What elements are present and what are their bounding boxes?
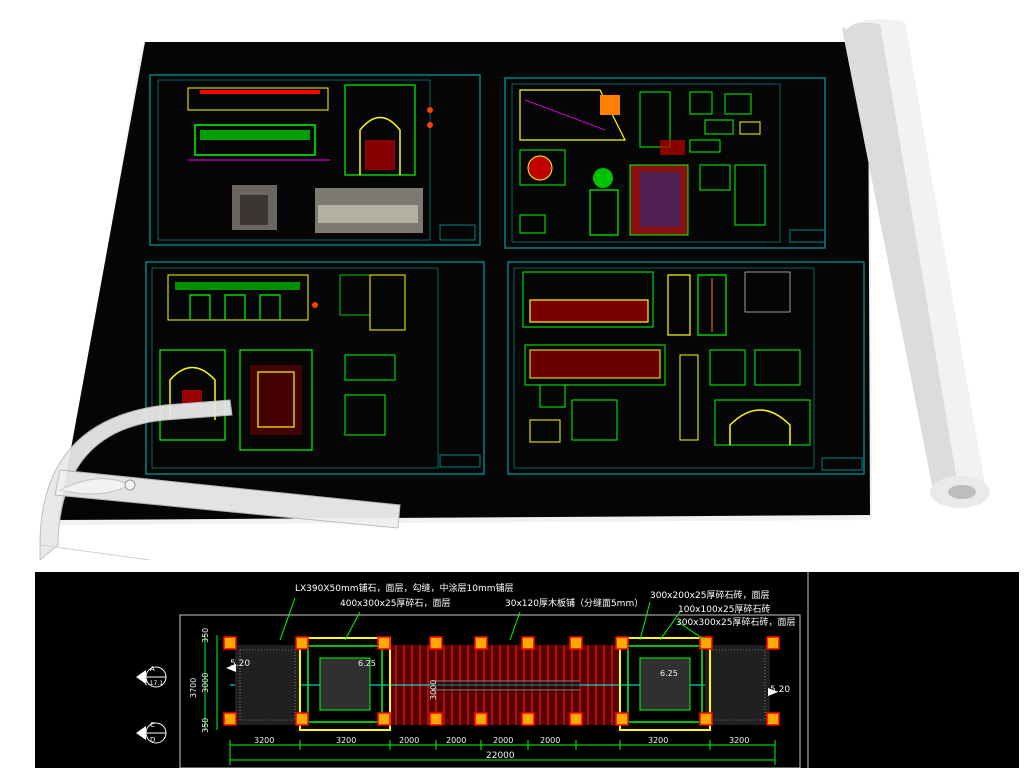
section-marker-a-bottom: 1.17.1 (144, 680, 164, 687)
callout-1: LX390X50mm铺石，面层，勾缝，中涂层10mm铺层 (295, 584, 514, 594)
left-dim-3: 350 (201, 717, 210, 733)
section-marker-a (136, 666, 167, 688)
cad-sheet-2 (504, 77, 826, 249)
deck-paving (230, 645, 770, 725)
inner-dim-left: 6.25 (358, 659, 376, 668)
bottom-dim-7: 3200 (648, 736, 669, 745)
inner-dim-right: 6.25 (660, 669, 678, 678)
level-arrow-left (226, 664, 236, 672)
cad-sheet-1 (149, 74, 481, 246)
blueprint-mockup (39, 15, 990, 560)
callout-4: 300x200x25厚碎石砖，面层 (650, 591, 770, 601)
callout-6: 300x300x25厚碎石砖，面层 (676, 618, 796, 628)
bottom-dim-4: 2000 (446, 736, 467, 745)
bottom-dim-1: 3200 (254, 736, 275, 745)
bottom-dim-8: 3200 (729, 736, 750, 745)
bottom-dim-5: 2000 (493, 736, 514, 745)
left-dim-2: 3000 (201, 672, 210, 693)
pavilion-right (619, 637, 711, 731)
callout-2: 400x300x25厚碎石，面层 (340, 599, 451, 609)
section-marker-c-top: C (150, 721, 155, 729)
cad-sheet-4 (507, 261, 865, 475)
level-tag-right: 5.20 (770, 685, 791, 695)
callout-3: 30x120厚木板铺（分缝面5mm） (505, 599, 644, 609)
pavilion-left (299, 637, 391, 731)
center-dim: 3000 (429, 679, 438, 700)
bottom-dim-2: 3200 (336, 736, 357, 745)
bottom-dim-3: 2000 (399, 736, 420, 745)
posts (223, 636, 780, 726)
stone-hatch-right (705, 645, 770, 725)
callout-5: 100x100x25厚碎石砖 (678, 605, 771, 615)
stone-hatch-left (235, 645, 300, 725)
left-dim-1: 350 (201, 627, 210, 643)
dimension-lines (204, 635, 776, 765)
cad-sheet-3 (145, 261, 485, 475)
section-marker-c (136, 722, 167, 744)
overall-dim: 22000 (486, 751, 515, 761)
section-marker-c-bottom: D (150, 736, 156, 744)
paper-roll (842, 15, 990, 508)
section-marker-a-top: A (150, 665, 155, 673)
leader-lines (279, 597, 706, 641)
level-arrow-right (768, 688, 778, 696)
level-tag-left: 5.20 (230, 659, 251, 669)
bottom-dim-6: 2000 (540, 736, 561, 745)
protractor-ruler (39, 399, 401, 560)
left-overall-dim: 3700 (189, 677, 198, 698)
